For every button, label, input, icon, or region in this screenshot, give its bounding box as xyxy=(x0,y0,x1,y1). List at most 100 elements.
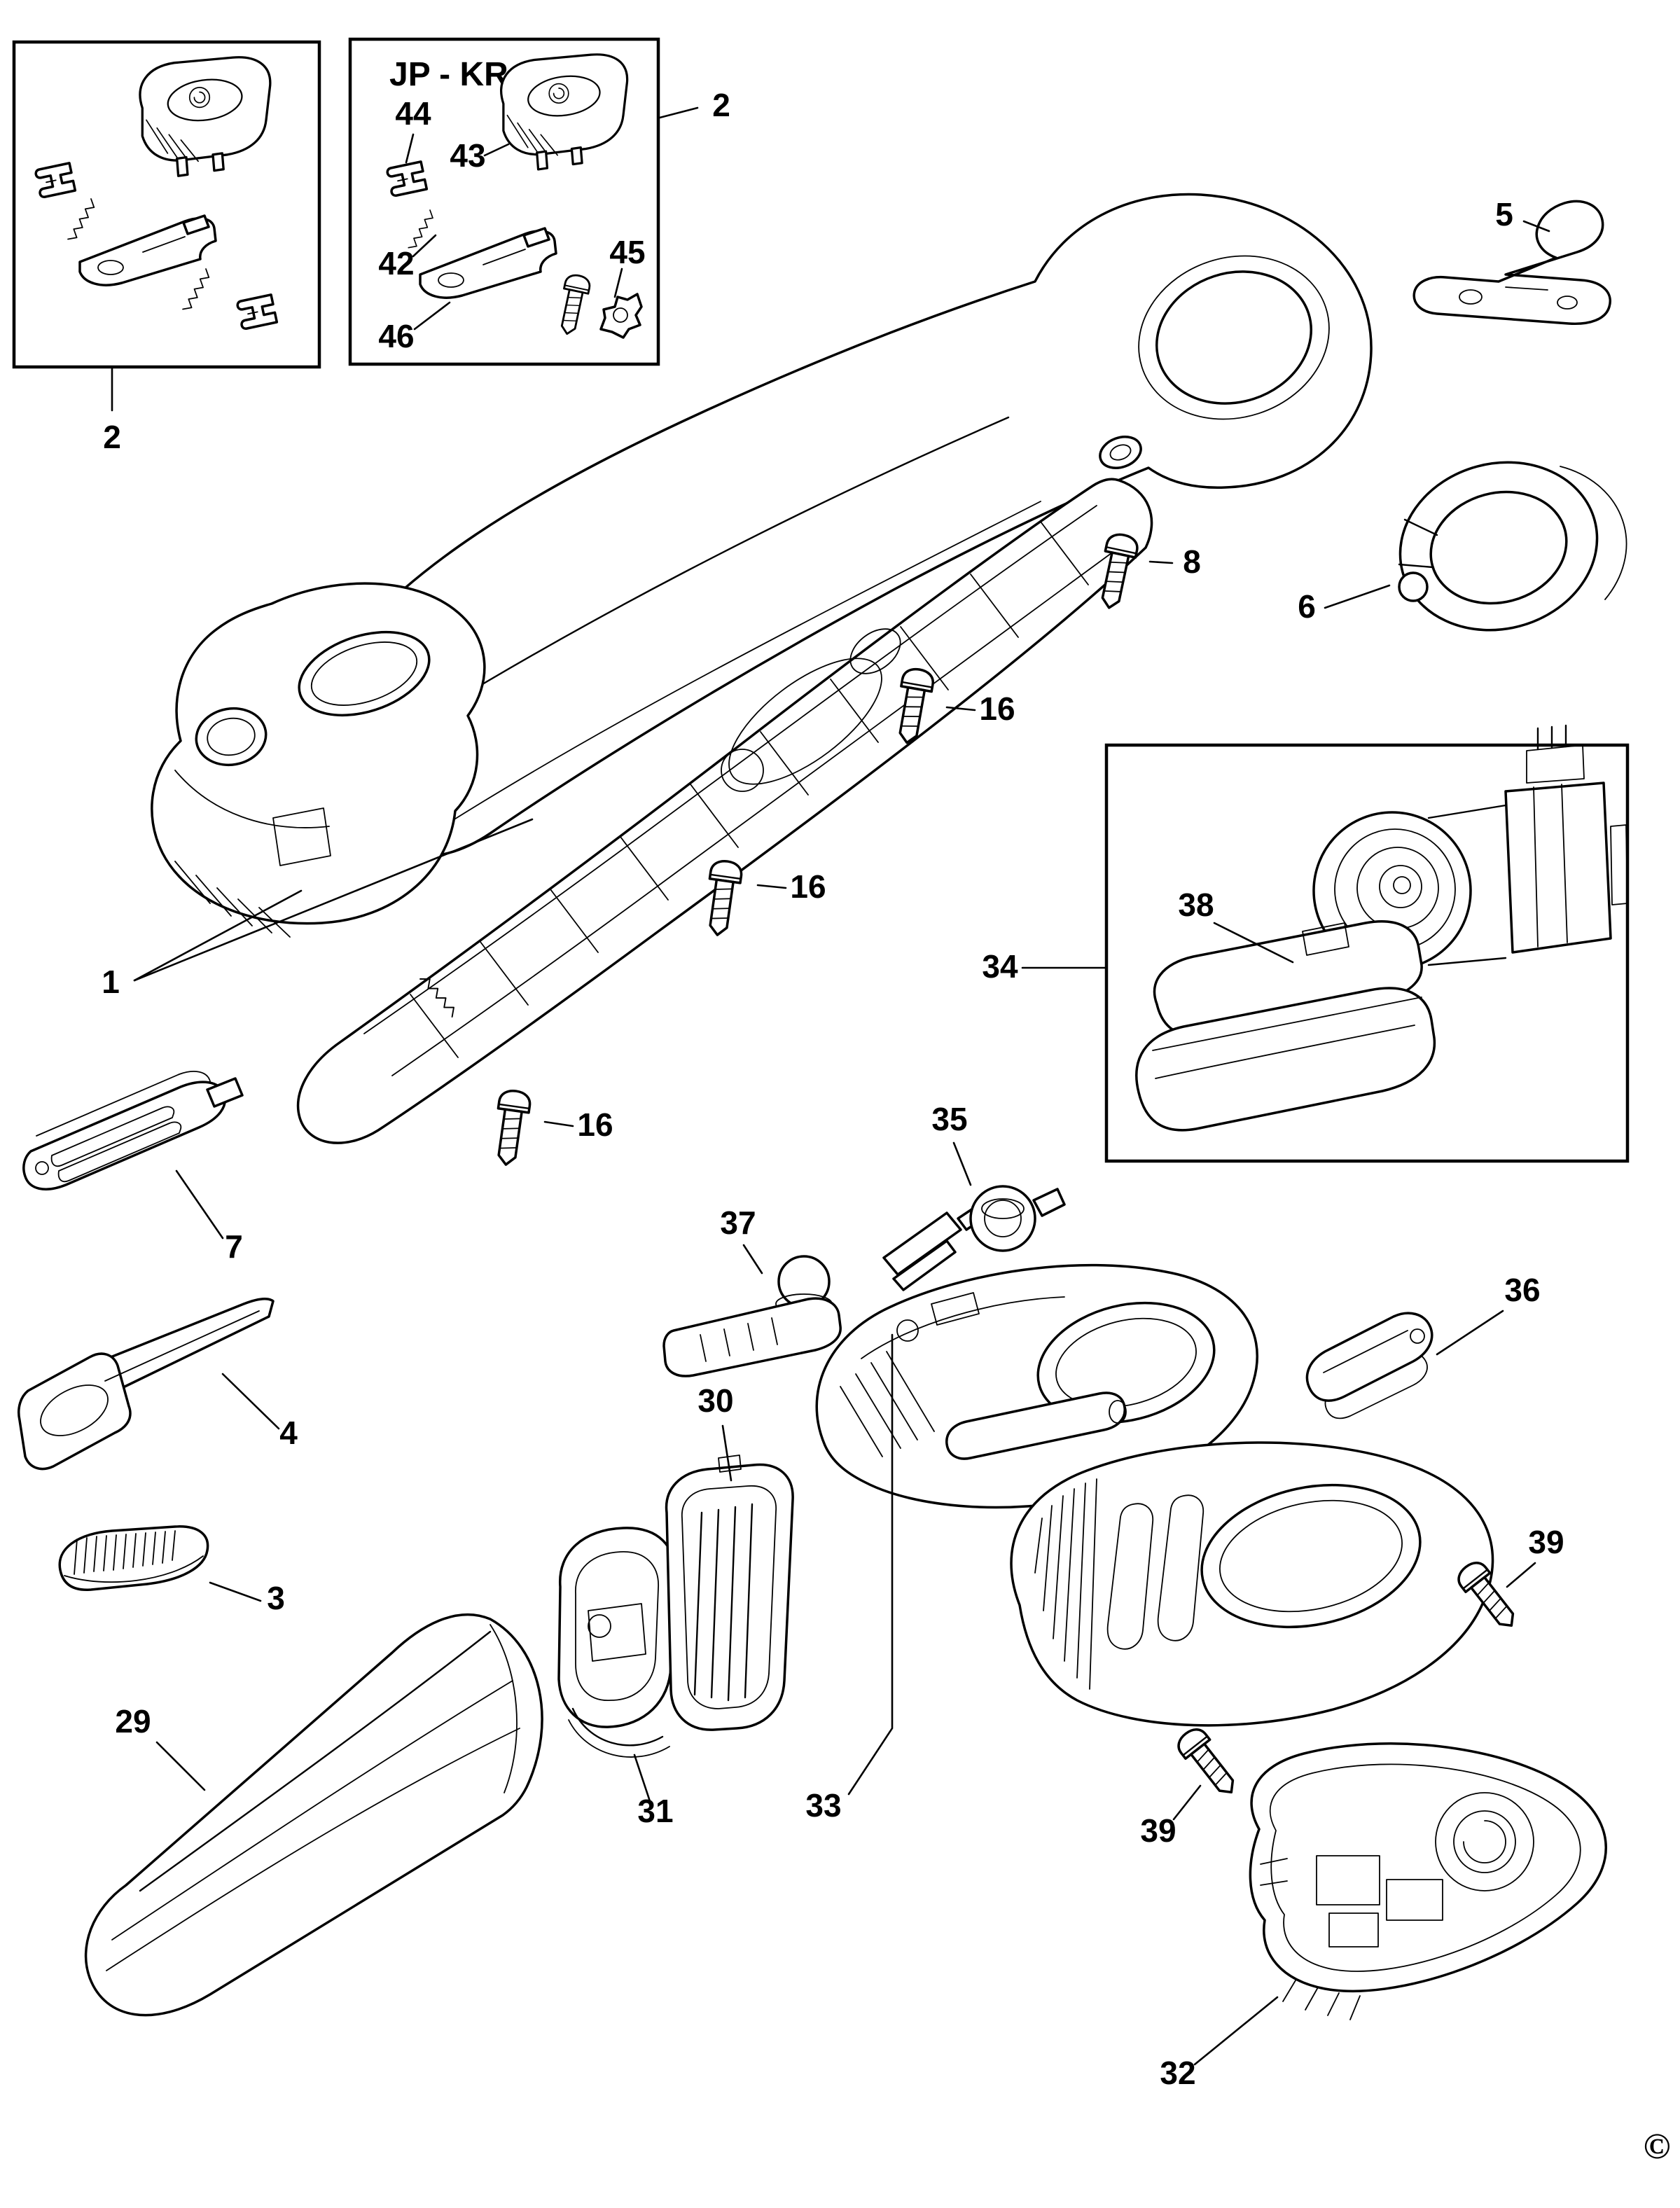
callout-16-b: 16 xyxy=(756,868,826,905)
callout-label: 42 xyxy=(378,245,414,282)
part-cover xyxy=(139,56,272,177)
callout-label: 16 xyxy=(577,1106,613,1143)
part-clip xyxy=(34,162,77,200)
inset-region-label: JP - KR xyxy=(389,56,508,93)
callout-33: 33 xyxy=(805,1333,894,1824)
part-bottom-door-32: 32 xyxy=(1160,1742,1607,2091)
callout-label: 33 xyxy=(805,1787,841,1824)
callout-45: 45 xyxy=(609,234,646,298)
callout-1: 1 xyxy=(102,818,534,1000)
part-nut-45 xyxy=(599,293,643,339)
callout-46: 46 xyxy=(378,301,451,354)
part-battery-38 xyxy=(1135,920,1436,1132)
part-pin-36: 36 xyxy=(1305,1272,1541,1419)
part-mid-shell-lower-33 xyxy=(1010,1441,1494,1727)
part-screw xyxy=(554,272,592,338)
callout-label: 46 xyxy=(378,318,414,354)
part-screw-16-b: 16 xyxy=(700,858,826,938)
part-crevice-tool-4: 4 xyxy=(18,1298,298,1471)
callout-label: 45 xyxy=(609,234,645,270)
callout-3: 3 xyxy=(209,1580,285,1616)
callout-38: 38 xyxy=(1178,887,1294,964)
callout-7: 7 xyxy=(175,1169,243,1265)
part-ring-6: 6 xyxy=(1298,461,1627,632)
part-screw-39-a: 39 xyxy=(1452,1524,1564,1637)
callout-35: 35 xyxy=(931,1101,972,1186)
callout-4: 4 xyxy=(221,1373,298,1451)
callout-label: 1 xyxy=(102,964,120,1000)
callout-label: 39 xyxy=(1140,1812,1176,1849)
callout-label: 44 xyxy=(395,95,431,132)
part-clip-44 xyxy=(385,160,429,198)
callout-label: 35 xyxy=(931,1101,967,1137)
callout-label: 29 xyxy=(115,1703,151,1740)
callout-16-a: 16 xyxy=(945,690,1015,727)
callout-label: 31 xyxy=(637,1793,673,1829)
callout-16-c: 16 xyxy=(543,1106,613,1143)
callout-label: 37 xyxy=(720,1204,756,1241)
part-spring xyxy=(179,268,216,314)
callout-42: 42 xyxy=(378,234,437,282)
inset-accessory-kit-left: 2 xyxy=(12,40,321,455)
callout-39-a: 39 xyxy=(1506,1524,1564,1588)
inset-accessory-kit-jp-kr: JP - KR 44 43 42 46 45 2 xyxy=(348,37,730,366)
callout-label: 4 xyxy=(279,1415,298,1451)
callout-label: 8 xyxy=(1183,543,1201,580)
part-lever-35: 35 xyxy=(882,1101,1066,1291)
motor-assembly-box-34: 38 xyxy=(1104,724,1630,1163)
part-dust-bowl-29: 29 xyxy=(84,1613,543,2017)
part-slider-37: 37 xyxy=(662,1204,842,1377)
callout-6: 6 xyxy=(1298,584,1391,625)
callout-label: 38 xyxy=(1178,887,1214,923)
callout-5: 5 xyxy=(1495,196,1550,232)
part-front-housing-1 xyxy=(151,582,486,938)
part-vent-grille-30: 30 xyxy=(665,1382,794,1731)
callout-label: 43 xyxy=(450,137,485,174)
part-screw-16-c: 16 xyxy=(489,1088,613,1168)
callout-31: 31 xyxy=(633,1754,674,1829)
inset-box-border xyxy=(1104,743,1630,1163)
part-brush-3: 3 xyxy=(58,1525,285,1616)
callout-39-b: 39 xyxy=(1140,1784,1202,1849)
callout-label: 39 xyxy=(1528,1524,1564,1560)
part-cover-43 xyxy=(500,53,629,171)
callout-label: 6 xyxy=(1298,588,1316,625)
callout-43: 43 xyxy=(450,137,510,174)
callout-2-left: 2 xyxy=(103,366,121,455)
part-bracket-5: 5 xyxy=(1412,196,1611,326)
part-clip xyxy=(235,293,279,331)
part-screw-39-b: 39 xyxy=(1140,1723,1245,1849)
callout-8: 8 xyxy=(1148,543,1201,580)
callout-label: 16 xyxy=(790,868,826,905)
callout-label: 2 xyxy=(712,87,730,123)
part-plate xyxy=(78,214,217,286)
callout-29: 29 xyxy=(115,1703,206,1791)
callout-label: 30 xyxy=(697,1382,733,1419)
callout-label: 5 xyxy=(1495,196,1513,232)
copyright-symbol: © xyxy=(1644,2127,1671,2167)
callout-label: 34 xyxy=(982,948,1018,985)
callout-label: 36 xyxy=(1504,1272,1540,1308)
part-plate-46 xyxy=(419,227,557,299)
part-latch-7: 7 xyxy=(22,1071,244,1265)
callout-44: 44 xyxy=(395,95,431,164)
part-filter-frame-31: 31 xyxy=(557,1527,676,1829)
callout-label: 3 xyxy=(267,1580,285,1616)
callout-34: 34 xyxy=(982,948,1106,985)
callout-label: 2 xyxy=(103,419,121,455)
part-screw-8: 8 xyxy=(1092,530,1201,613)
callout-label: 7 xyxy=(225,1228,243,1265)
callout-36: 36 xyxy=(1436,1272,1541,1356)
callout-32: 32 xyxy=(1160,1996,1279,2091)
inset-box-border xyxy=(12,40,321,369)
part-upper-shell-1 xyxy=(322,193,1373,858)
callout-37: 37 xyxy=(720,1204,763,1275)
part-lower-tray-1 xyxy=(296,478,1153,1144)
part-spring xyxy=(64,198,101,244)
callout-30: 30 xyxy=(697,1382,734,1482)
part-screw-16-a: 16 xyxy=(890,665,1015,747)
inset-box-border xyxy=(348,37,660,366)
callout-label: 32 xyxy=(1160,2055,1195,2091)
part-mid-shell-upper-33 xyxy=(815,1263,1258,1509)
